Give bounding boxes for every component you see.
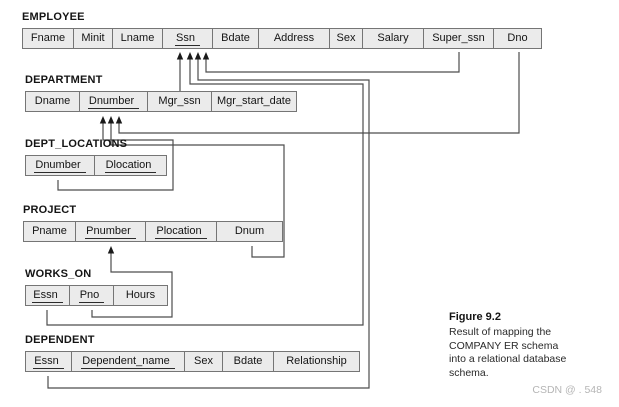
field-name-key: Ssn: [175, 32, 200, 46]
fk_superssn_to_ssn: [202, 52, 460, 73]
caption-line: into a relational database: [449, 353, 567, 365]
field-name: Sex: [336, 32, 356, 44]
field-dept_locations-dlocation: Dlocation: [95, 155, 167, 176]
field-dept_locations-dnumber: Dnumber: [25, 155, 95, 176]
field-name: Dno: [507, 32, 528, 44]
field-employee-minit: Minit: [74, 28, 113, 49]
field-name: Sex: [194, 355, 213, 367]
arrowhead-icon: [107, 116, 115, 124]
table-row-employee: Fname Minit Lname Ssn Bdate Address Sex Salary S…: [22, 28, 542, 49]
field-name: Minit: [81, 32, 105, 44]
field-dependent-essn: Essn: [25, 351, 72, 372]
field-name-key: Pnumber: [85, 225, 136, 239]
fk_dno_to_dnumber: [115, 52, 520, 134]
field-dependent-dependent_name: Dependent_name: [72, 351, 185, 372]
table-dependent: DEPENDENT Essn Dependent_name Sex Bdate Relat…: [25, 334, 360, 372]
table-label-project: PROJECT: [23, 204, 77, 216]
caption-line: Result of mapping the: [449, 326, 552, 338]
table-employee: EMPLOYEE Fname Minit Lname Ssn Bdate Address Se…: [22, 11, 542, 49]
field-name-key: Dnumber: [87, 95, 140, 109]
field-name: Dnum: [234, 225, 265, 237]
field-employee-address: Address: [259, 28, 330, 49]
table-row-works_on: Essn Pno Hours: [25, 285, 168, 306]
fk_pno_to_pnumber: [91, 246, 173, 318]
field-dependent-sex: Sex: [185, 351, 223, 372]
field-name-key: Dlocation: [104, 159, 157, 173]
table-row-dept_locations: Dnumber Dlocation: [25, 155, 167, 176]
field-employee-sex: Sex: [330, 28, 363, 49]
table-label-department: DEPARTMENT: [25, 74, 103, 86]
field-works_on-essn: Essn: [25, 285, 70, 306]
table-department: DEPARTMENT Dname Dnumber Mgr_ssn Mgr_start_d…: [25, 74, 297, 112]
figure-caption: Figure 9.2 Result of mapping the COMPANY…: [449, 311, 614, 380]
field-name: Hours: [125, 289, 156, 301]
arrowhead-icon: [202, 52, 210, 60]
fk_workson_essn_to_ssn: [46, 52, 364, 326]
field-department-dnumber: Dnumber: [80, 91, 148, 112]
field-name-key: Essn: [32, 289, 63, 303]
field-employee-salary: Salary: [363, 28, 424, 49]
field-name: Super_ssn: [432, 32, 485, 44]
field-name-key: Plocation: [155, 225, 207, 239]
field-works_on-hours: Hours: [114, 285, 168, 306]
arrowhead-icon: [194, 52, 202, 60]
field-dependent-relationship: Relationship: [274, 351, 360, 372]
field-name: Salary: [377, 32, 409, 44]
field-name: Mgr_start_date: [217, 95, 291, 107]
table-row-project: Pname Pnumber Plocation Dnum: [23, 221, 283, 242]
field-name: Relationship: [286, 355, 347, 367]
arrowhead-icon: [176, 52, 184, 60]
field-employee-super_ssn: Super_ssn: [424, 28, 494, 49]
field-employee-bdate: Bdate: [213, 28, 259, 49]
table-project: PROJECT Pname Pnumber Plocation Dnum: [23, 204, 283, 242]
arrowhead-icon: [107, 246, 115, 254]
caption-line: schema.: [449, 366, 489, 379]
field-employee-fname: Fname: [22, 28, 74, 49]
fk_deptloc_to_dnumber: [57, 116, 174, 191]
watermark: CSDN @ . 548: [532, 384, 602, 396]
field-name: Dname: [34, 95, 71, 107]
field-department-mgr_ssn: Mgr_ssn: [148, 91, 212, 112]
field-name: Pname: [32, 225, 67, 237]
table-label-dependent: DEPENDENT: [25, 334, 95, 346]
field-department-dname: Dname: [25, 91, 80, 112]
field-name: Bdate: [221, 32, 250, 44]
field-works_on-pno: Pno: [70, 285, 114, 306]
table-label-employee: EMPLOYEE: [22, 11, 85, 23]
table-label-dept_locations: DEPT_LOCATIONS: [25, 138, 128, 150]
arrowhead-icon: [186, 52, 194, 60]
table-label-works_on: WORKS_ON: [25, 268, 92, 280]
table-row-dependent: Essn Dependent_name Sex Bdate Relationship: [25, 351, 360, 372]
arrowhead-icon: [115, 116, 123, 124]
field-project-plocation: Plocation: [146, 221, 217, 242]
field-employee-lname: Lname: [113, 28, 163, 49]
caption-line: COMPANY ER schema: [449, 339, 559, 352]
table-works_on: WORKS_ON Essn Pno Hours: [25, 268, 168, 306]
table-dept_locations: DEPT_LOCATIONS Dnumber Dlocation: [25, 138, 167, 176]
field-project-pname: Pname: [23, 221, 76, 242]
field-employee-dno: Dno: [494, 28, 542, 49]
fk_dnum_to_dnumber: [107, 116, 285, 258]
field-name-key: Pno: [78, 289, 105, 303]
field-name: Mgr_ssn: [158, 95, 201, 107]
field-name: Address: [273, 32, 315, 44]
fk_dependent_essn_to_ssn: [47, 52, 370, 389]
field-name-key: Dependent_name: [81, 355, 175, 369]
table-row-department: Dname Dnumber Mgr_ssn Mgr_start_date: [25, 91, 297, 112]
field-dependent-bdate: Bdate: [223, 351, 274, 372]
arrowhead-icon: [99, 116, 107, 124]
fk_mgrssn_to_ssn: [176, 52, 184, 95]
field-project-pnumber: Pnumber: [76, 221, 146, 242]
field-project-dnum: Dnum: [217, 221, 283, 242]
field-employee-ssn: Ssn: [163, 28, 213, 49]
figure-label: Figure 9.2: [449, 311, 501, 323]
field-name: Bdate: [233, 355, 263, 367]
field-name: Lname: [120, 32, 155, 44]
field-department-mgr_start_date: Mgr_start_date: [212, 91, 297, 112]
field-name-key: Dnumber: [34, 159, 86, 173]
field-name: Fname: [30, 32, 66, 44]
field-name-key: Essn: [33, 355, 64, 369]
